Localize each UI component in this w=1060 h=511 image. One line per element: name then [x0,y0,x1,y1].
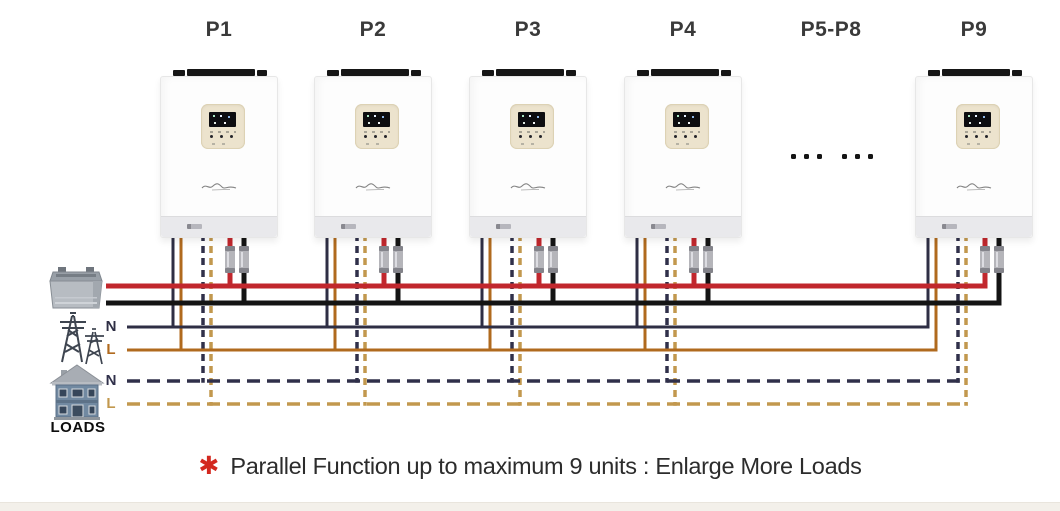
battery-icon [49,267,103,309]
display-panel [201,104,245,149]
mount-bracket-end [721,70,731,76]
mount-bracket-end [1012,70,1022,76]
panel-markings [364,131,390,133]
mount-bracket-end [566,70,576,76]
inverter-body [314,76,432,238]
ellipsis-dots-icon [791,154,873,159]
loads-caption: LOADS [50,419,106,436]
load-line-label: L [106,395,116,412]
panel-markings [674,131,700,133]
brand-mark [651,224,666,229]
unit-label-p2: P2 [359,18,387,41]
brand-mark [942,224,957,229]
signature-logo-icon [510,183,546,191]
display-panel [956,104,1000,149]
signature-logo-icon [201,183,237,191]
bottom-strip [0,502,1060,511]
brand-mark [341,224,356,229]
lcd-screen [964,112,991,127]
transmission-tower-icon [60,312,104,365]
unit-label-p1: P1 [205,18,233,41]
panel-buttons [674,135,697,138]
lcd-pixels [522,115,524,117]
footnote: ✱ Parallel Function up to maximum 9 unit… [0,451,1060,481]
grid-neutral-label: N [105,318,117,335]
panel-buttons [965,135,988,138]
lcd-screen [673,112,700,127]
panel-markings [967,143,987,145]
lcd-screen [518,112,545,127]
inverter-body [624,76,742,238]
unit-label-p9: P9 [960,18,988,41]
display-panel [665,104,709,149]
signature-logo-icon [956,183,992,191]
inverter-unit-P9 [915,68,1033,238]
lcd-pixels [968,115,970,117]
lcd-pixels [677,115,679,117]
red-asterisk-icon: ✱ [198,452,220,480]
inverter-unit-P3 [469,68,587,238]
panel-markings [210,131,236,133]
mount-bracket-end [411,70,421,76]
mount-bracket [651,69,719,76]
inverter-unit-P2 [314,68,432,238]
display-panel [510,104,554,149]
inverter-unit-P1 [160,68,278,238]
unit-drop-wires [171,234,1002,406]
mount-bracket [942,69,1010,76]
mount-bracket-end [482,70,494,76]
lcd-screen [363,112,390,127]
bus-lines [106,283,1002,406]
signature-logo-icon [355,183,391,191]
mount-bracket [341,69,409,76]
mount-bracket-end [637,70,649,76]
panel-markings [212,143,232,145]
inverter-unit-P4 [624,68,742,238]
mount-bracket [496,69,564,76]
mount-bracket [187,69,255,76]
inverter-base-strip [470,216,586,237]
load-neutral-label: N [105,372,117,389]
unit-label-p3: P3 [514,18,542,41]
panel-buttons [519,135,542,138]
inverter-base-strip [315,216,431,237]
inverter-base-strip [161,216,277,237]
display-panel [355,104,399,149]
inverter-body [915,76,1033,238]
panel-buttons [210,135,233,138]
inverter-body [469,76,587,238]
panel-markings [676,143,696,145]
panel-markings [366,143,386,145]
brand-mark [187,224,202,229]
panel-buttons [364,135,387,138]
mount-bracket-end [327,70,339,76]
inverter-body [160,76,278,238]
brand-mark [496,224,511,229]
mount-bracket-end [173,70,185,76]
unit-label-p4: P4 [669,18,697,41]
mount-bracket-end [928,70,940,76]
unit-label-p5-p8: P5-P8 [800,18,862,41]
lcd-pixels [213,115,215,117]
panel-markings [965,131,991,133]
inverter-base-strip [625,216,741,237]
footnote-text: Parallel Function up to maximum 9 units … [230,452,862,479]
lcd-screen [209,112,236,127]
lcd-pixels [367,115,369,117]
grid-line-label: L [106,341,116,358]
panel-markings [521,143,541,145]
mount-bracket-end [257,70,267,76]
wire-connectors [225,246,1004,273]
panel-markings [519,131,545,133]
inverter-base-strip [916,216,1032,237]
house-icon [49,364,105,420]
signature-logo-icon [665,183,701,191]
